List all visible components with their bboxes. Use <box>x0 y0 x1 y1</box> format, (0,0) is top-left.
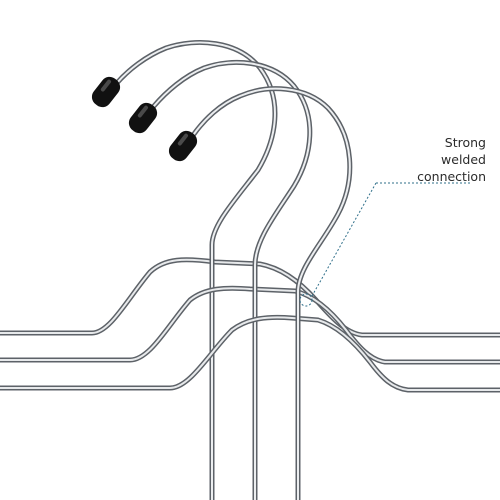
hanger-front-tip <box>168 130 198 162</box>
hanger-back <box>0 40 500 500</box>
hanger-back-wire <box>0 257 500 338</box>
hanger-middle <box>0 59 500 500</box>
hanger-middle-tip <box>128 102 158 134</box>
callout-line-2: welded <box>441 152 486 167</box>
callout-line-3: connection <box>417 169 486 184</box>
hanger-front-wire <box>0 314 500 393</box>
callout-line-1: Strong <box>444 135 486 150</box>
callout-leader <box>311 182 470 297</box>
hanger-front <box>0 86 500 500</box>
weld-marker <box>299 293 313 307</box>
hanger-middle-neck <box>151 59 313 500</box>
hanger-front-neck <box>191 86 353 500</box>
hanger-back-tip <box>91 76 121 108</box>
hanger-middle-wire <box>0 285 500 365</box>
weld-callout: Strong welded connection <box>382 134 486 185</box>
